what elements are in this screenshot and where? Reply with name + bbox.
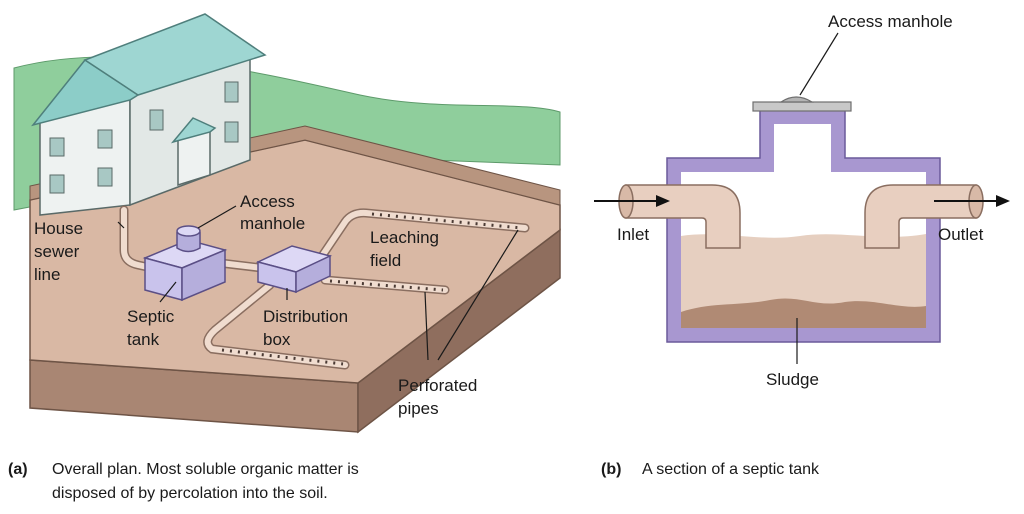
outlet-label: Outlet [938, 225, 984, 244]
house-porch-roof [170, 117, 217, 144]
septic-tank-manhole [176, 232, 201, 253]
caption-a-text: Overall plan. Most soluble organic matte… [52, 461, 363, 502]
house-roof-main [83, 13, 267, 96]
caption-b: (b) A section of a septic tank [601, 461, 820, 478]
outlet-arrow [934, 195, 1010, 207]
tank-sludge [681, 298, 926, 328]
caption-a-key: (a) [8, 461, 28, 478]
overall-plan-illustration: Access manhole House sewer line Leaching… [13, 13, 561, 434]
caption-a: (a) Overall plan. Most soluble organic m… [8, 461, 363, 502]
house-sewer-line-label: House sewer line [34, 219, 88, 284]
leaching-field-label: Leaching field [370, 228, 444, 270]
caption-b-key: (b) [601, 461, 621, 478]
access-manhole-label-b: Access manhole [828, 12, 953, 31]
house-window [97, 167, 113, 187]
septic-tank-section: Access manhole Inlet Outlet Sludge [594, 12, 1010, 389]
manhole-cover-cap [779, 96, 815, 103]
house-window [49, 174, 65, 194]
sludge-label: Sludge [766, 370, 819, 389]
access-manhole-label-a: Access manhole [240, 192, 305, 233]
house-window [224, 81, 239, 103]
house-window [224, 121, 239, 143]
house-window [149, 109, 164, 131]
distribution-box [255, 245, 333, 294]
house-window [49, 137, 65, 157]
caption-b-text: A section of a septic tank [642, 461, 820, 478]
manhole-cover [752, 101, 852, 112]
septic-tank-label: Septic tank [127, 307, 179, 349]
inlet-label: Inlet [617, 225, 649, 244]
inlet-arrow [594, 195, 670, 207]
septic-tank-box [142, 225, 228, 302]
leader-lines-a [117, 205, 519, 361]
house [31, 13, 267, 216]
house-window [97, 129, 113, 149]
distribution-box-label: Distribution box [263, 307, 353, 349]
leader-lines-b [796, 32, 839, 364]
perforated-pipes-label: Perforated pipes [398, 376, 482, 418]
